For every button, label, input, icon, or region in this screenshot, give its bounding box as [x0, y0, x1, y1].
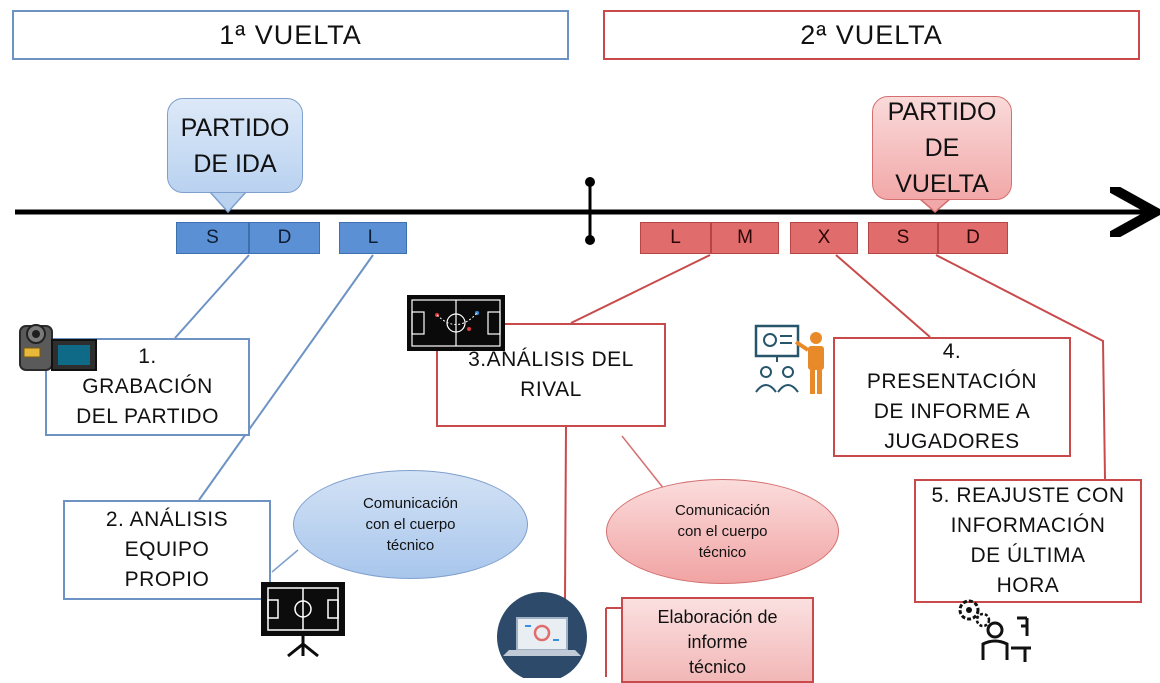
connector-step3-down [564, 425, 567, 601]
first-leg-line-1: PARTIDO [180, 113, 290, 142]
connector-bubble-red [621, 435, 669, 495]
connector-bubble-blue [271, 549, 299, 573]
day-block-ida-saturday: S [176, 222, 249, 254]
step-1-line-3: DEL PARTIDO [76, 405, 219, 428]
second-leg-line-2: VUELTA [895, 170, 989, 198]
elaboration-line-3: técnico [688, 657, 747, 677]
step-2-line-2: EQUIPO [124, 538, 210, 561]
second-round-label: 2ª VUELTA [800, 19, 943, 50]
communication-bubble-blue: Comunicación con el cuerpo técnico [293, 470, 528, 579]
step-2-box: 2. ANÁLISIS EQUIPO PROPIO [63, 500, 271, 600]
first-round-label: 1ª VUELTA [219, 19, 362, 50]
step-3-line-2: RIVAL [520, 378, 582, 401]
second-round-header: 2ª VUELTA [603, 10, 1140, 60]
day-block-vuelta-wednesday: X [790, 222, 858, 254]
bubble-red-line-3: técnico [698, 544, 747, 561]
step-5-line-2: INFORMACIÓN [950, 514, 1106, 537]
bubble-blue-line-1: Comunicación [362, 495, 459, 512]
connector-step1 [174, 254, 250, 339]
timeline-divider-bottom [585, 235, 595, 245]
day-block-vuelta-monday: L [640, 222, 711, 254]
step-4-line-3: DE INFORME A [873, 400, 1031, 423]
presentation-icon [754, 324, 824, 394]
step-4-line-4: JUGADORES [884, 430, 1020, 453]
connector-step4 [835, 254, 931, 338]
elaboration-line-1: Elaboración de [657, 607, 778, 627]
bubble-blue-line-3: técnico [386, 537, 435, 554]
tactics-field-icon [407, 295, 505, 351]
day-block-ida-sunday: D [249, 222, 320, 254]
first-leg-line-2: DE IDA [193, 149, 277, 178]
callout-ida-pointer [208, 191, 248, 214]
video-camera-icon [19, 324, 97, 371]
step-2-line-1: 2. ANÁLISIS [105, 508, 229, 531]
step-5-line-1: 5. REAJUSTE CON [931, 484, 1125, 507]
tactics-board-icon [261, 582, 345, 658]
first-leg-callout: PARTIDO DE IDA [167, 98, 303, 193]
elaboration-line-2: informe [687, 632, 748, 652]
step-1-line-1: 1. [138, 345, 157, 368]
step-3-line-1: 3.ANÁLISIS DEL [468, 348, 634, 371]
bubble-red-line-2: con el cuerpo [677, 523, 768, 540]
step-2-line-3: PROPIO [124, 568, 210, 591]
step-5-line-3: DE ÚLTIMA [970, 544, 1086, 567]
step-5-box: 5. REAJUSTE CON INFORMACIÓN DE ÚLTIMA HO… [914, 479, 1142, 603]
laptop-report-icon [497, 592, 587, 678]
communication-bubble-red: Comunicación con el cuerpo técnico [606, 479, 839, 584]
second-leg-line-1: PARTIDO DE [887, 98, 997, 162]
connector-step3-l [570, 254, 711, 324]
step-4-line-2: PRESENTACIÓN [866, 370, 1038, 393]
connector-step2 [198, 254, 374, 501]
worker-gear-icon [958, 599, 1031, 662]
bubble-red-line-1: Comunicación [674, 502, 771, 519]
second-leg-callout: PARTIDO DE VUELTA [872, 96, 1012, 200]
step-1-line-2: GRABACIÓN [82, 375, 213, 398]
elaboration-box: Elaboración de informe técnico [621, 597, 814, 683]
day-block-vuelta-sunday: D [938, 222, 1008, 254]
timeline-divider-top [585, 177, 595, 187]
connector-step5 [935, 254, 1106, 480]
day-block-ida-monday: L [339, 222, 407, 254]
step-4-box: 4. PRESENTACIÓN DE INFORME A JUGADORES [833, 337, 1071, 457]
step-5-line-4: HORA [996, 574, 1060, 597]
first-round-header: 1ª VUELTA [12, 10, 569, 60]
day-block-vuelta-tuesday: M [711, 222, 779, 254]
day-block-vuelta-saturday: S [868, 222, 938, 254]
step-4-line-1: 4. [942, 340, 962, 363]
bubble-blue-line-2: con el cuerpo [365, 516, 456, 533]
